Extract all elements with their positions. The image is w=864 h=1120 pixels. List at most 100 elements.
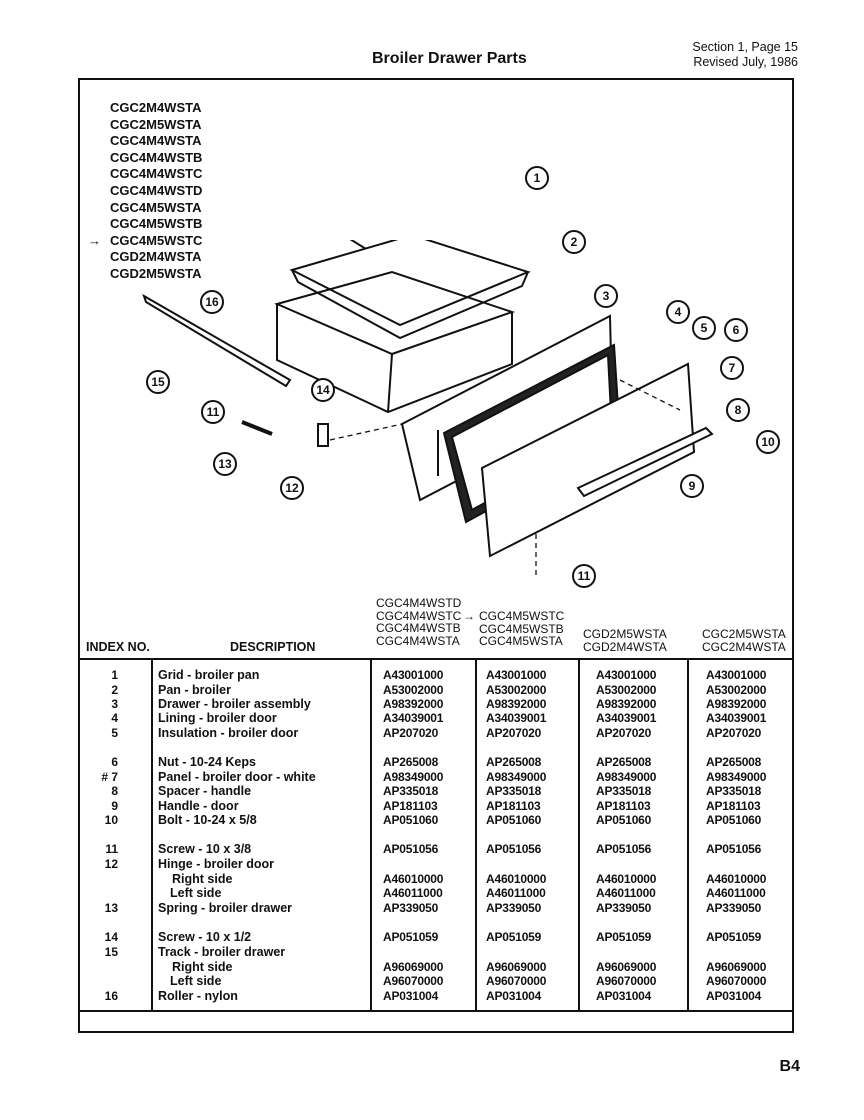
index-number: 13	[104, 901, 118, 915]
part-number: A98392000	[383, 697, 444, 711]
part-number: A53002000	[486, 683, 547, 697]
page-title: Broiler Drawer Parts	[372, 50, 527, 67]
part-description: Screw - 10 x 3/8	[158, 842, 252, 856]
part-number: A53002000	[706, 683, 767, 697]
table-divider	[475, 660, 477, 1010]
model-number: CGD2M4WSTA	[110, 249, 202, 265]
col1-model-3: CGC4M4WSTB	[376, 621, 461, 635]
part-number: A46011000	[706, 886, 766, 900]
part-number: A43001000	[486, 668, 547, 682]
part-number: AP265008	[706, 755, 762, 769]
index-number: 8	[111, 784, 118, 798]
part-number: AP335018	[706, 784, 762, 798]
revised-date: Revised July, 1986	[693, 55, 798, 69]
table-bottom-rule	[80, 1010, 792, 1012]
part-number: A98392000	[706, 697, 767, 711]
part-description: Panel - broiler door - white	[158, 770, 316, 784]
part-number: AP339050	[383, 901, 439, 915]
part-number: AP051059	[706, 930, 762, 944]
part-description: Hinge - broiler door	[158, 857, 274, 871]
callout-number: 6	[724, 318, 748, 342]
col3-model-1: CGD2M5WSTA	[583, 627, 667, 641]
part-number: A46011000	[596, 886, 656, 900]
part-description: Left side	[170, 974, 222, 988]
index-number: 4	[111, 711, 118, 725]
part-description: Pan - broiler	[158, 683, 231, 697]
part-description: Track - broiler drawer	[158, 945, 286, 959]
index-number: 9	[111, 799, 118, 813]
part-number: AP051056	[596, 842, 652, 856]
part-number: AP335018	[383, 784, 439, 798]
part-number: A98349000	[596, 770, 657, 784]
part-number: AP207020	[706, 726, 762, 740]
part-number: AP339050	[706, 901, 762, 915]
model-number: CGD2M5WSTA	[110, 265, 202, 281]
part-description: Right side	[172, 960, 233, 974]
callout-number: 2	[562, 230, 586, 254]
part-description: Screw - 10 x 1/2	[158, 930, 252, 944]
col2-model-2: CGC4M5WSTB	[479, 621, 564, 636]
part-description: Drawer - broiler assembly	[158, 697, 311, 711]
part-description: Spacer - handle	[158, 784, 252, 798]
section-page: Section 1, Page 15	[692, 40, 798, 54]
callout-number: 16	[200, 290, 224, 314]
part-number: AP031004	[383, 989, 439, 1003]
index-number: 15	[104, 945, 118, 959]
model-number: CGC2M5WSTA	[110, 116, 202, 132]
part-number: A43001000	[383, 668, 444, 682]
part-number: AP265008	[596, 755, 652, 769]
part-number: AP051059	[486, 930, 542, 944]
index-number: 12	[104, 857, 118, 871]
callout-number: 9	[680, 474, 704, 498]
table-divider	[370, 660, 372, 1010]
part-number: AP031004	[706, 989, 762, 1003]
model-number: CGC4M4WSTC	[110, 166, 203, 182]
exploded-parts-diagram	[142, 240, 714, 576]
callout-number: 5	[692, 316, 716, 340]
part-number: A46011000	[486, 886, 546, 900]
part-number: A96070000	[383, 974, 444, 988]
part-number: AP051060	[596, 813, 652, 827]
col1-model-4: CGC4M4WSTA	[376, 633, 460, 648]
callout-number: 15	[146, 370, 170, 394]
model-number: CGC4M4WSTD	[110, 182, 203, 198]
part-number: AP031004	[596, 989, 652, 1003]
part-description: Insulation - broiler door	[158, 726, 299, 740]
part-number: AP207020	[486, 726, 542, 740]
col1-header: CGC4M4WSTD CGC4M4WSTC CGC4M4WSTB CGC4M4W…	[376, 597, 461, 647]
col3-header: CGD2M5WSTA CGD2M4WSTA	[583, 628, 667, 653]
col3-model-2: CGD2M4WSTA	[583, 639, 667, 654]
part-number: AP051059	[596, 930, 652, 944]
model-number-text: CGC4M5WSTC	[110, 232, 203, 248]
part-number: AP339050	[596, 901, 652, 915]
part-number: A98392000	[486, 697, 547, 711]
part-number: AP207020	[383, 726, 439, 740]
callout-number: 1	[525, 166, 549, 190]
index-number: 2	[111, 683, 118, 697]
broiler-pan	[289, 240, 531, 340]
part-number: AP207020	[596, 726, 652, 740]
part-number: AP181103	[383, 799, 438, 813]
col-arrow: →	[463, 609, 475, 623]
model-number: CGC4M4WSTA	[110, 133, 202, 149]
callout-number: 7	[720, 356, 744, 380]
description-header: DESCRIPTION	[230, 640, 316, 654]
index-number: 10	[104, 813, 118, 827]
index-number: 1	[111, 668, 118, 682]
drawer-assembly	[274, 270, 516, 414]
part-description: Handle - door	[158, 799, 239, 813]
callout-number: 13	[213, 452, 237, 476]
part-description: Spring - broiler drawer	[158, 901, 293, 915]
part-description: Right side	[172, 872, 233, 886]
model-number: CGC4M5WSTA	[110, 199, 202, 215]
part-description: Nut - 10-24 Keps	[158, 755, 256, 769]
callout-number: 11	[572, 564, 596, 588]
part-number: AP181103	[706, 799, 761, 813]
arrow-icon: →	[88, 232, 101, 248]
part-number: A46010000	[383, 872, 444, 886]
callout-number: 3	[594, 284, 618, 308]
part-number: A98349000	[706, 770, 767, 784]
col4-model-2: CGC2M4WSTA	[702, 639, 786, 654]
table-top-rule	[80, 658, 792, 660]
index-number: 3	[111, 697, 118, 711]
